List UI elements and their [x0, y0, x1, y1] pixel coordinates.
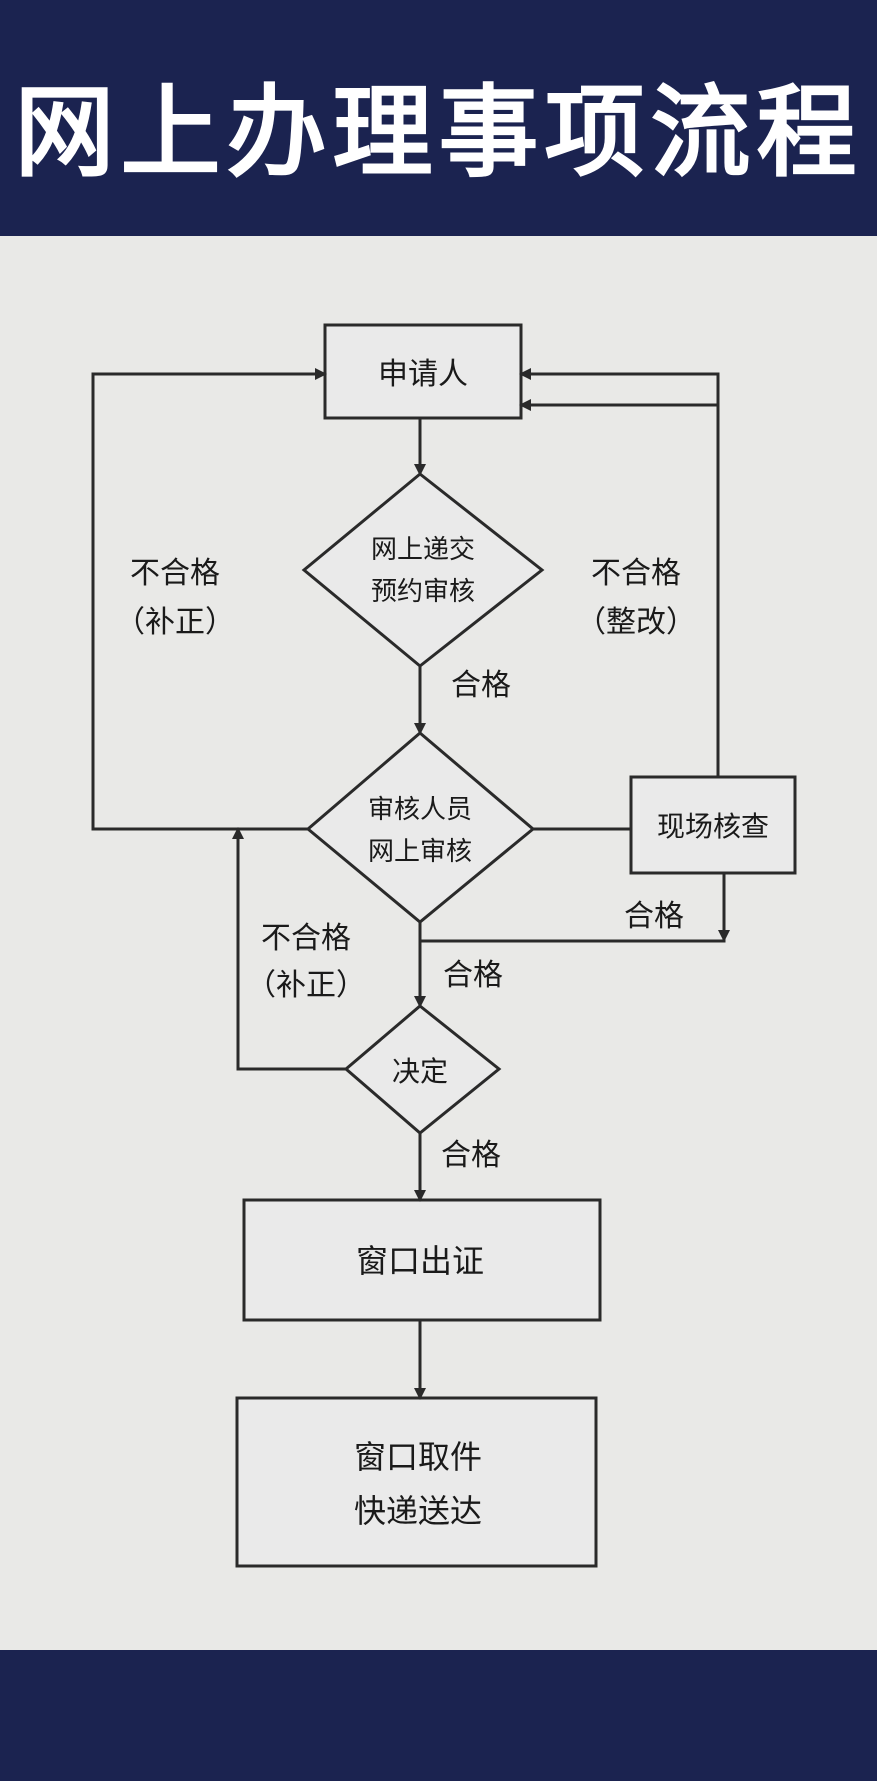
- node-applicant: [323, 323, 523, 420]
- label-fail-correct-decision-2: （补正）: [246, 968, 366, 1003]
- node-online-submit: [301, 472, 545, 668]
- label-pass-2: 合格: [443, 958, 503, 993]
- header-banner: 网上办理事项流程: [0, 0, 877, 236]
- label-fail-correct-decision-1: 不合格: [261, 921, 351, 956]
- label-pass-site: 合格: [624, 899, 684, 934]
- node-pickup: [235, 1396, 598, 1568]
- node-staff-review-line2: 网上审核: [368, 837, 472, 867]
- node-window-issue-label: 窗口出证: [356, 1242, 484, 1280]
- node-pickup-line1: 窗口取件: [354, 1438, 482, 1476]
- label-pass-1: 合格: [451, 668, 511, 703]
- node-online-submit-line2: 预约审核: [371, 577, 475, 607]
- node-online-submit-line1: 网上递交: [371, 535, 475, 565]
- node-pickup-line2: 快递送达: [354, 1492, 482, 1530]
- node-window-issue: [242, 1198, 602, 1322]
- node-decision-label: 决定: [392, 1055, 448, 1088]
- page-title: 网上办理事项流程: [14, 73, 863, 191]
- edge-review-fail-left: [91, 368, 327, 831]
- node-applicant-label: 申请人: [378, 357, 468, 392]
- footer-banner: [0, 1650, 877, 1781]
- label-pass-3: 合格: [441, 1138, 501, 1173]
- node-staff-review: [305, 731, 536, 924]
- edge-site-fail-rectify: [519, 368, 720, 777]
- label-fail-rectify-right-2: （整改）: [576, 605, 696, 640]
- edge-decision-fail: [232, 827, 346, 1071]
- label-fail-rectify-right-1: 不合格: [591, 556, 681, 591]
- node-site-check: [629, 775, 797, 875]
- label-fail-correct-left-2: （补正）: [115, 605, 235, 640]
- label-fail-correct-left-1: 不合格: [130, 556, 220, 591]
- node-staff-review-line1: 审核人员: [368, 795, 472, 825]
- node-site-check-label: 现场核查: [657, 810, 769, 843]
